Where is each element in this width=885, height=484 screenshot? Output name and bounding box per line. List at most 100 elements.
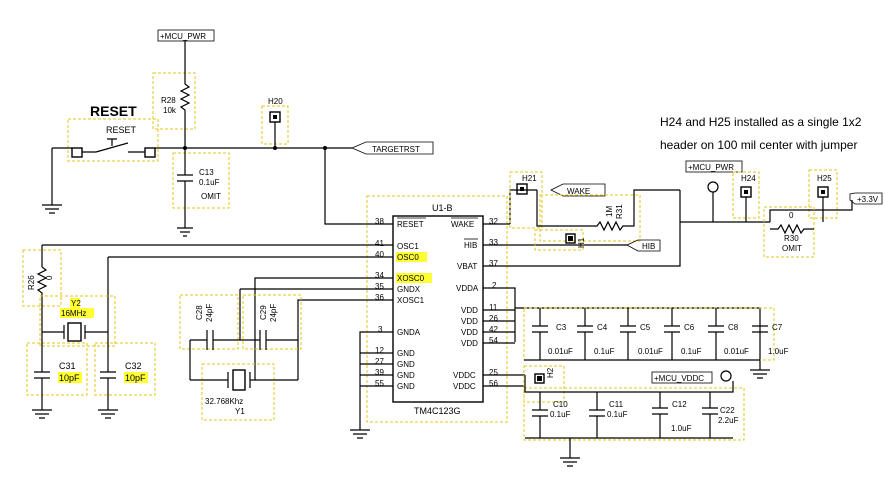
reset-switch-box (67, 118, 159, 162)
reset-to-ic (324, 148, 393, 225)
c4-capacitor (577, 308, 593, 360)
pin-num: 26 (489, 314, 498, 323)
vdd-wires (483, 309, 515, 344)
wake-label: WAKE (567, 187, 590, 196)
h2-box (523, 365, 565, 403)
pin-name: VDD (461, 306, 478, 315)
ic-body (392, 215, 484, 403)
osc0-highlight (396, 252, 427, 262)
pin-num: 40 (375, 250, 384, 259)
h1-pin (565, 233, 576, 244)
y1-crystal (190, 372, 298, 388)
pin-name: VDDC (453, 371, 476, 380)
pin-name: VDDA (456, 284, 479, 293)
y2-box (39, 295, 116, 347)
c8-value: 0.01uF (724, 347, 749, 356)
vddc-wiring (524, 381, 734, 467)
vdda-wire (483, 287, 516, 342)
y2-ref: Y2 (71, 299, 81, 308)
c22-ref: C22 (720, 406, 735, 415)
h2-pin (534, 373, 545, 384)
c3-value: 0.01uF (548, 347, 573, 356)
ic-box (366, 195, 508, 423)
c31-ref: C31 (59, 361, 76, 371)
pin-num: 37 (489, 259, 498, 268)
c4-value: 0.1uF (594, 347, 615, 356)
y2-crystal (42, 325, 108, 339)
pin-num: 42 (489, 325, 498, 334)
r28-ref: R28 (161, 96, 176, 105)
ic-part: TM4C123G (414, 406, 461, 416)
c8-ref: C8 (728, 323, 739, 332)
mcu-pwr-top-net: +MCU_PWR (157, 29, 215, 42)
pin-num: 36 (375, 293, 384, 302)
ic-ref: U1-B (432, 203, 453, 213)
ic-left-pins: 38 RESET 41 OSC1 40 OSC0 34 XOSC0 35 GND… (375, 217, 425, 391)
mcu-pwr-right-label: +MCU_PWR (688, 163, 734, 172)
c28-ref: C28 (195, 305, 204, 320)
pin-name: GND (397, 371, 415, 380)
hib-label: HIB (642, 242, 655, 251)
pin-name: GND (397, 360, 415, 369)
target-rst-label: TARGETRST (372, 145, 420, 154)
r31-box (539, 194, 641, 242)
pin-num: 27 (375, 357, 384, 366)
y1-ref: Y1 (235, 407, 245, 416)
mcu-pwr-right-net: +MCU_PWR (685, 160, 743, 173)
h2-label: H2 (546, 367, 555, 378)
pin-num: 38 (375, 217, 384, 226)
r31-value: 1M (605, 206, 614, 217)
c29-value: 24pF (269, 304, 278, 322)
hib-net: HIB (626, 239, 661, 252)
r28-resistor (179, 41, 191, 148)
pin-num: 34 (375, 271, 384, 280)
pin-name: GNDA (397, 328, 421, 337)
r30-resistor (770, 223, 814, 235)
c10-ref: C10 (553, 400, 568, 409)
pin-num: 35 (375, 282, 384, 291)
pin-num: 11 (489, 303, 498, 312)
mcu-pwr-test-point (707, 181, 719, 193)
c3-ref: C3 (556, 323, 567, 332)
gnd-reset (42, 204, 62, 214)
pin-num: 25 (489, 368, 498, 377)
c31-value: 10pF (59, 373, 80, 383)
c13-note: OMIT (201, 192, 221, 201)
c32-value: 10pF (125, 373, 146, 383)
pin-name: XOSC1 (397, 296, 425, 305)
r26-ref: R26 (27, 275, 36, 290)
c12-capacitor (652, 392, 668, 438)
c13-ref: C13 (199, 168, 214, 177)
c5-value: 0.01uF (638, 347, 663, 356)
pin-name: VBAT (457, 262, 477, 271)
c12-ref: C12 (672, 400, 687, 409)
ic-right-pins: 32 WAKE 33 HIB 37 VBAT 2 VDDA 11 VDD 26 … (451, 217, 498, 391)
h25-label: H25 (817, 174, 832, 183)
pin-name: OSC1 (397, 242, 419, 251)
pin-name: OSC0 (397, 253, 419, 262)
install-note-line2: header on 100 mil center with jumper (660, 138, 857, 152)
c7-capacitor (752, 325, 768, 333)
h21-box (509, 171, 543, 229)
pin-name: GND (397, 382, 415, 391)
pin-name: VDDC (453, 382, 476, 391)
h21-pin (516, 183, 528, 195)
pwr-rail (680, 192, 770, 223)
r30-value: 0 (789, 211, 794, 220)
reset-switch-label: RESET (106, 125, 137, 135)
c6-capacitor (664, 308, 680, 360)
r30-note: OMIT (782, 244, 802, 253)
c7-value: 1.0uF (768, 347, 789, 356)
c32-capacitor (98, 332, 118, 419)
pin-num: 55 (375, 379, 384, 388)
c13-box (172, 152, 230, 209)
c10-value: 0.1uF (550, 410, 571, 419)
wake-net: WAKE (550, 183, 606, 197)
pin-num: 3 (378, 325, 383, 334)
c28-c29-capacitors (189, 289, 298, 380)
vddc-wires (483, 374, 526, 387)
c22-capacitor (702, 392, 718, 438)
r26-value: 0 (45, 275, 54, 280)
vbat-wire (483, 190, 681, 267)
pin-name: WAKE (451, 220, 474, 229)
